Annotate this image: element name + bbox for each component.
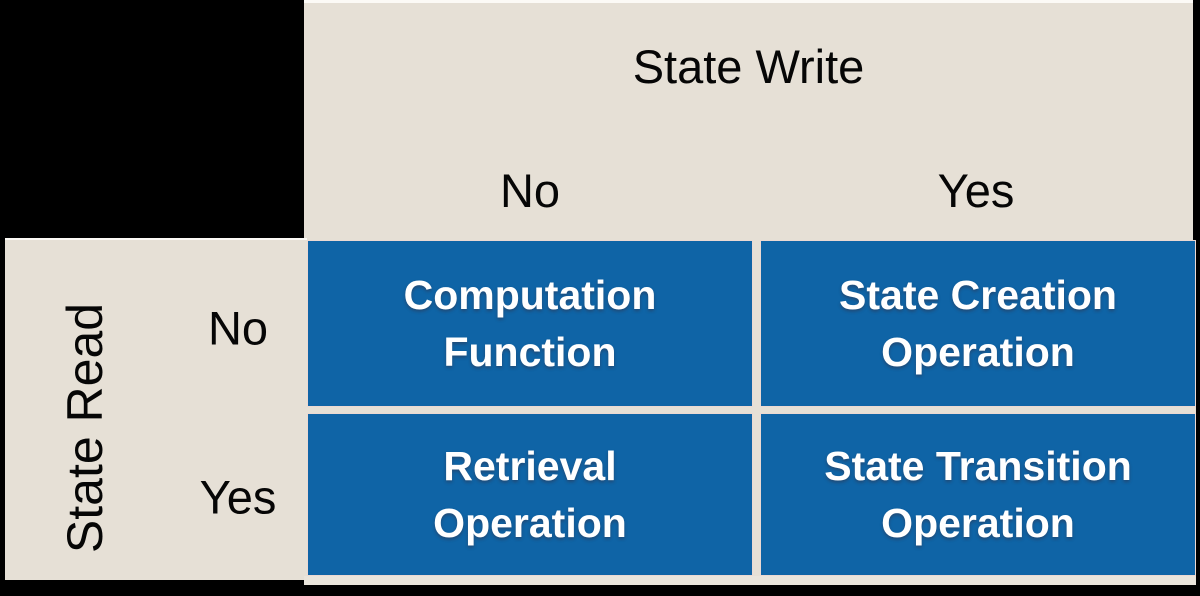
column-header-panel: State Write No Yes <box>304 0 1193 240</box>
row-header-panel: State Read No Yes <box>5 238 307 580</box>
column-axis-title: State Write <box>632 40 865 93</box>
row-label-no: No <box>207 301 269 355</box>
cell-text-line: Computation <box>403 271 657 318</box>
matrix-cell-computation-function: Computation Function <box>307 240 753 407</box>
cell-text-line: State Transition <box>824 442 1132 489</box>
cell-text-line: Operation <box>881 499 1075 546</box>
column-label-no: No <box>499 164 561 217</box>
cell-text-line: Function <box>443 328 617 375</box>
row-label-yes: Yes <box>199 470 277 524</box>
matrix-cell-state-transition-operation: State Transition Operation <box>760 413 1196 576</box>
cell-text-line: Operation <box>881 328 1075 375</box>
cell-text-line: Operation <box>433 499 627 546</box>
bottom-edge-strip <box>304 576 1196 585</box>
matrix-cell-retrieval-operation: Retrieval Operation <box>307 413 753 576</box>
row-axis-title: State Read <box>57 302 113 554</box>
column-label-yes: Yes <box>937 164 1015 217</box>
cell-text-line: State Creation <box>839 271 1117 318</box>
cell-text-line: Retrieval <box>443 442 617 489</box>
matrix-cell-state-creation-operation: State Creation Operation <box>760 240 1196 407</box>
matrix-grid: Computation Function State Creation Oper… <box>307 240 1196 576</box>
